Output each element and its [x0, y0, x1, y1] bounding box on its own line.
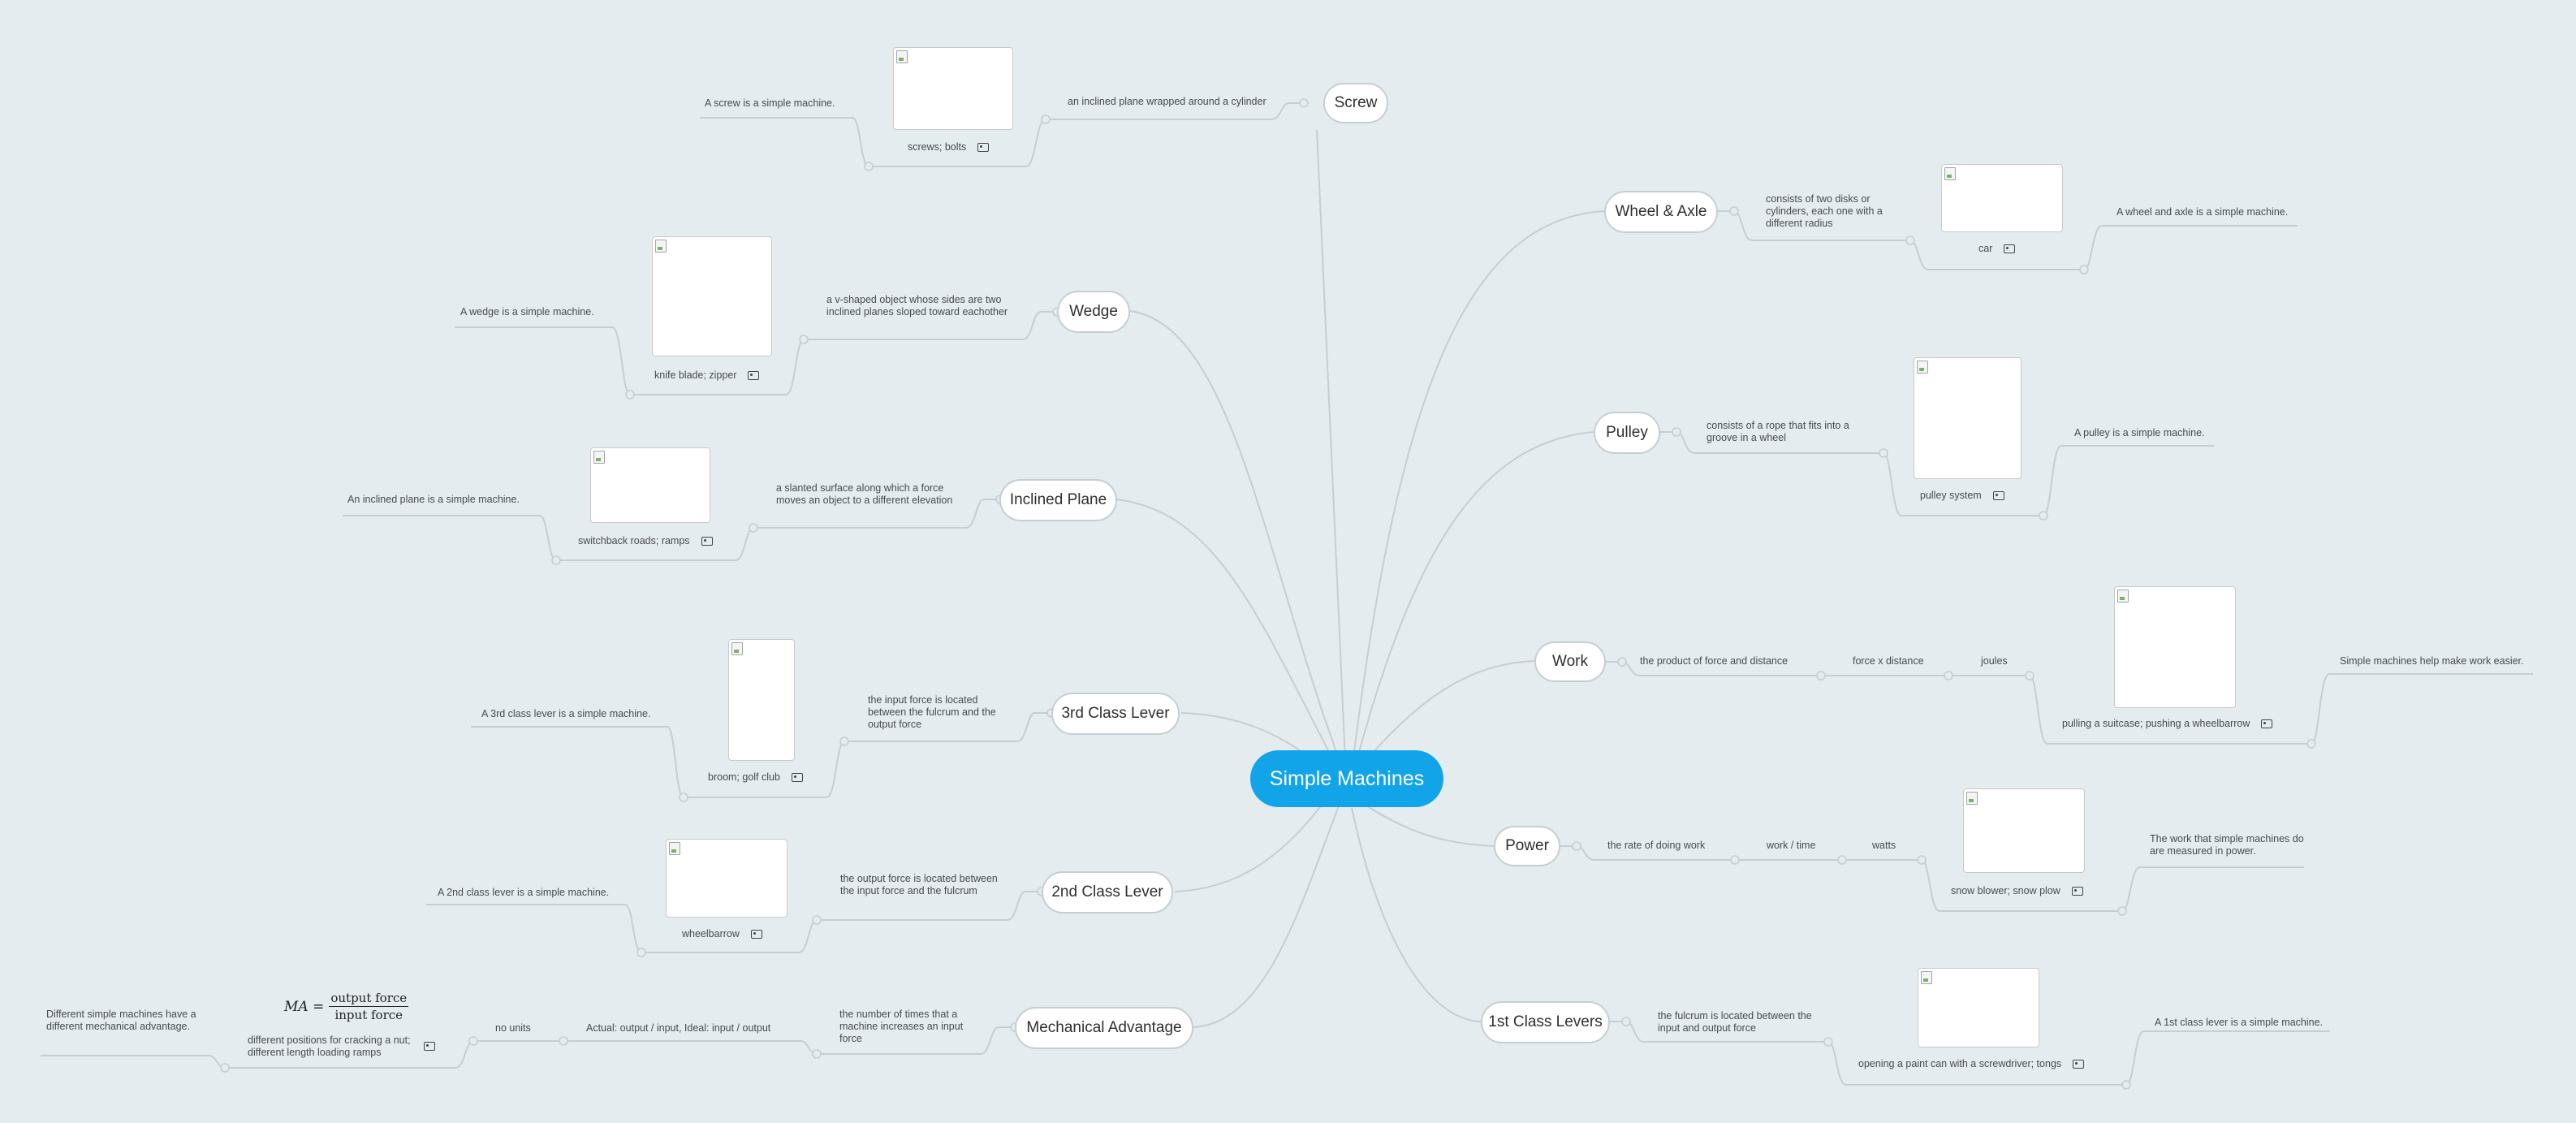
wedge-image-caption[interactable]: knife blade; zipper [654, 369, 760, 381]
wheel-and-axle-image-caption[interactable]: car [1978, 243, 2016, 254]
topic-1st-class-levers[interactable]: 1st Class Levers [1481, 1001, 1610, 1043]
mechanical-advantage-equation: MA = output force input force [284, 991, 409, 1022]
screw-image [893, 47, 1013, 130]
image-icon [2261, 719, 2273, 729]
2nd-class-lever-caption-text: wheelbarrow [682, 928, 740, 939]
wheel-and-axle-caption-text: car [1978, 243, 1993, 254]
image-icon [424, 1042, 435, 1051]
1st-class-levers-image-caption[interactable]: opening a paint can with a screwdriver; … [1858, 1058, 2085, 1069]
1st-class-levers-image [1918, 968, 2039, 1047]
image-icon [2071, 887, 2083, 896]
wheel-and-axle-image [1941, 164, 2063, 232]
wedge-caption-text: knife blade; zipper [654, 369, 737, 381]
1st-class-levers-note[interactable]: A 1st class lever is a simple machine. [2155, 1017, 2324, 1028]
image-icon [2004, 244, 2016, 254]
wedge-image [652, 236, 772, 356]
equation-lhs: MA = [284, 998, 325, 1015]
topic-3rd-class-lever[interactable]: 3rd Class Lever [1051, 693, 1180, 735]
topic-screw[interactable]: Screw [1323, 83, 1388, 123]
mechanical-advantage-definition[interactable]: the number of times that a machine incre… [839, 1009, 964, 1044]
image-icon [1992, 491, 2004, 501]
wedge-definition[interactable]: a v-shaped object whose sides are two in… [826, 294, 1008, 317]
inclined-plane-note[interactable]: An inclined plane is a simple machine. [347, 494, 520, 505]
equation-numerator: output force [329, 991, 409, 1007]
2nd-class-lever-image [666, 839, 787, 918]
inclined-plane-definition[interactable]: a slanted surface along which a force mo… [776, 482, 953, 506]
work-image [2114, 586, 2236, 708]
mechanical-advantage-note[interactable]: Different simple machines have a differe… [46, 1009, 196, 1032]
pulley-definition[interactable]: consists of a rope that fits into a groo… [1707, 420, 1849, 443]
broken-image-icon [1966, 792, 1978, 805]
topic-power[interactable]: Power [1494, 826, 1560, 866]
power-units[interactable]: watts [1872, 840, 1896, 851]
broken-image-icon [1917, 361, 1928, 374]
mechanical-advantage-example[interactable]: different positions for cracking a nut; … [248, 1034, 430, 1059]
image-icon [2073, 1060, 2085, 1069]
image-icon [748, 371, 760, 381]
screw-note[interactable]: A screw is a simple machine. [705, 97, 835, 109]
topic-wedge[interactable]: Wedge [1057, 291, 1130, 333]
1st-class-levers-caption-text: opening a paint can with a screwdriver; … [1858, 1058, 2062, 1069]
pulley-caption-text: pulley system [1920, 490, 1982, 501]
broken-image-icon [731, 642, 743, 655]
broken-image-icon [655, 240, 667, 253]
power-caption-text: snow blower; snow plow [1951, 885, 2060, 896]
pulley-note[interactable]: A pulley is a simple machine. [2074, 427, 2205, 438]
pulley-image [1914, 357, 2022, 479]
topic-inclined-plane[interactable]: Inclined Plane [999, 479, 1117, 521]
topic-pulley[interactable]: Pulley [1594, 412, 1660, 454]
topic-wheel-and-axle[interactable]: Wheel & Axle [1604, 191, 1718, 233]
inclined-plane-image-caption[interactable]: switchback roads; ramps [578, 535, 713, 546]
topic-mechanical-advantage[interactable]: Mechanical Advantage [1015, 1007, 1193, 1049]
work-units[interactable]: joules [1981, 655, 2008, 667]
screw-caption-text: screws; bolts [908, 141, 967, 153]
central-topic[interactable]: Simple Machines [1250, 750, 1443, 807]
1st-class-levers-definition[interactable]: the fulcrum is located between the input… [1658, 1010, 1812, 1034]
3rd-class-lever-image [728, 639, 795, 761]
wedge-note[interactable]: A wedge is a simple machine. [460, 306, 594, 317]
power-definition[interactable]: the rate of doing work [1607, 840, 1706, 851]
image-icon [977, 143, 990, 153]
3rd-class-lever-image-caption[interactable]: broom; golf club [708, 771, 803, 783]
equation-denominator: input force [334, 1008, 403, 1022]
3rd-class-lever-caption-text: broom; golf club [708, 771, 780, 783]
3rd-class-lever-definition[interactable]: the input force is located between the f… [868, 694, 996, 730]
pulley-image-caption[interactable]: pulley system [1920, 490, 2004, 501]
power-image [1963, 788, 2085, 873]
broken-image-icon [2117, 590, 2129, 603]
mechanical-advantage-example-text: different positions for cracking a nut; … [248, 1034, 411, 1058]
image-icon [791, 773, 803, 783]
2nd-class-lever-definition[interactable]: the output force is located between the … [840, 873, 998, 896]
2nd-class-lever-note[interactable]: A 2nd class lever is a simple machine. [438, 887, 610, 898]
broken-image-icon [1944, 167, 1956, 180]
screw-definition[interactable]: an inclined plane wrapped around a cylin… [1068, 96, 1266, 107]
broken-image-icon [669, 842, 680, 855]
screw-image-caption[interactable]: screws; bolts [908, 141, 990, 153]
wheel-and-axle-note[interactable]: A wheel and axle is a simple machine. [2116, 206, 2289, 218]
work-image-caption[interactable]: pulling a suitcase; pushing a wheelbarro… [2062, 718, 2273, 729]
topic-work[interactable]: Work [1534, 641, 1606, 682]
topic-2nd-class-lever[interactable]: 2nd Class Lever [1042, 871, 1173, 914]
inclined-plane-image [590, 447, 710, 523]
2nd-class-lever-image-caption[interactable]: wheelbarrow [682, 928, 762, 939]
power-image-caption[interactable]: snow blower; snow plow [1951, 885, 2083, 896]
work-caption-text: pulling a suitcase; pushing a wheelbarro… [2062, 718, 2250, 729]
broken-image-icon [593, 451, 605, 464]
mechanical-advantage-formula[interactable]: Actual: output / input, Ideal: input / o… [586, 1022, 771, 1034]
power-note[interactable]: The work that simple machines do are mea… [2150, 833, 2304, 857]
inclined-plane-caption-text: switchback roads; ramps [578, 535, 690, 546]
image-icon [750, 930, 762, 939]
3rd-class-lever-note[interactable]: A 3rd class lever is a simple machine. [481, 708, 651, 719]
image-icon [701, 537, 713, 546]
broken-image-icon [1921, 971, 1932, 984]
broken-image-icon [896, 50, 908, 63]
work-formula[interactable]: force x distance [1853, 655, 1924, 667]
wheel-and-axle-definition[interactable]: consists of two disks or cylinders, each… [1766, 193, 1883, 229]
power-formula[interactable]: work / time [1767, 840, 1816, 851]
work-note[interactable]: Simple machines help make work easier. [2340, 655, 2524, 667]
work-definition[interactable]: the product of force and distance [1640, 655, 1789, 667]
mechanical-advantage-units[interactable]: no units [495, 1022, 531, 1034]
